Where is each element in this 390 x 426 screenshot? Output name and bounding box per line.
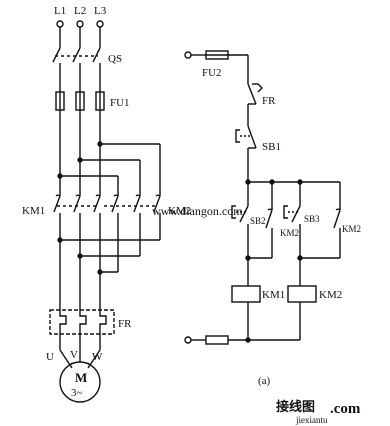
label-terminal-u: U (46, 351, 54, 363)
km1-coil (231, 285, 261, 340)
label-terminal-w: W (92, 351, 103, 363)
fr-nc-contact (247, 83, 263, 126)
terminal-l2 (76, 20, 84, 28)
main-circuit-labels: L1 L2 L3 QS FU1 KM1 KM2 FR U V W M 3~ (22, 5, 191, 399)
watermark-site-com: .com (330, 401, 361, 417)
main-circuit (49, 20, 161, 403)
terminal-l3 (96, 20, 104, 28)
watermark-site-cn: 接线图 (276, 399, 315, 414)
qs-disconnect-switch (52, 27, 101, 92)
sb2-forward-button (231, 182, 249, 258)
label-terminal-v: V (70, 349, 78, 361)
label-fu1: FU1 (110, 97, 130, 109)
label-km1-main: KM1 (22, 205, 45, 217)
label-km1-coil: KM1 (262, 289, 285, 301)
supply-terminals (56, 20, 104, 28)
km2-holding-contact (297, 182, 341, 261)
label-sb3: SB3 (304, 214, 320, 224)
fu2-fuse (184, 50, 249, 84)
watermark-url: www.diangon.com (152, 204, 243, 218)
label-l2: L2 (74, 5, 86, 17)
label-l1: L1 (54, 5, 66, 17)
motor (59, 349, 101, 403)
fr-thermal-overload (49, 290, 115, 350)
km1-main-contacts (53, 194, 101, 290)
label-motor: M (75, 370, 87, 385)
label-fr-main: FR (118, 318, 132, 330)
control-circuit-labels: FU2 FR SB1 SB2 KM2 SB3 KM2 KM1 KM2 (202, 67, 361, 301)
label-fu2: FU2 (202, 67, 222, 79)
label-qs: QS (108, 53, 122, 65)
fu1-fuses (55, 91, 105, 111)
label-km2-coil: KM2 (319, 289, 342, 301)
label-km2-interlock-forward: KM2 (280, 228, 299, 238)
label-sb2: SB2 (250, 216, 266, 226)
label-motor-phase: 3~ (71, 387, 83, 399)
site-watermark: 接线图 .com jiexiantu (276, 399, 361, 425)
label-l3: L3 (94, 5, 107, 17)
km1-holding-contact (245, 182, 273, 261)
sb3-reverse-button (283, 182, 301, 258)
km2-main-contacts (57, 194, 161, 275)
control-return-fuse (184, 335, 300, 345)
terminal-l1 (56, 20, 64, 28)
supply-bus (57, 110, 161, 196)
figure-caption: (a) (258, 375, 271, 387)
sb1-stop-button (235, 125, 257, 182)
control-circuit (184, 50, 341, 345)
label-fr-control: FR (262, 95, 276, 107)
label-sb1: SB1 (262, 141, 281, 153)
km2-coil (287, 285, 317, 340)
watermark-site-footer: jiexiantu (295, 415, 328, 425)
label-km2-main: KM2 (168, 205, 191, 217)
label-km2-interlock-reverse: KM2 (342, 224, 361, 234)
motor-symbol (59, 361, 101, 403)
